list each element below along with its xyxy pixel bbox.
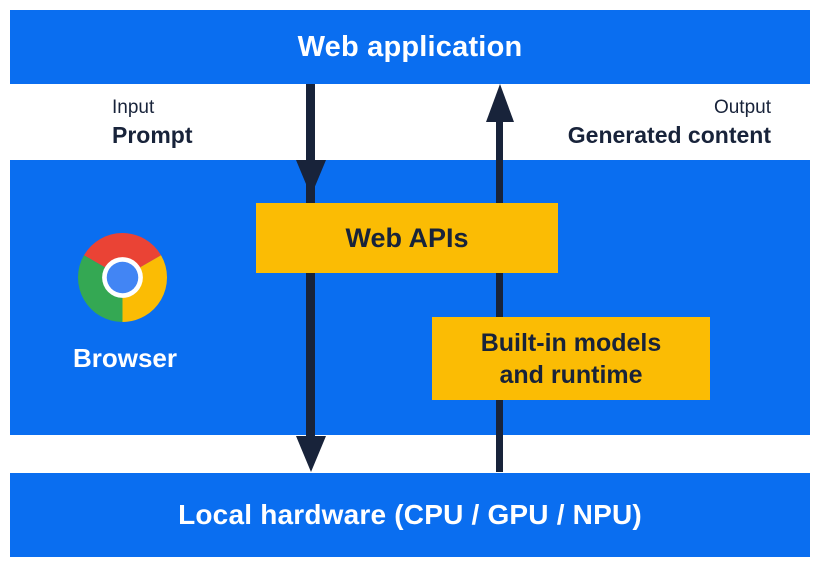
built-in-models-label-line2: and runtime <box>499 360 643 389</box>
local-hardware-label: Local hardware (CPU / GPU / NPU) <box>178 499 642 530</box>
output-value: Generated content <box>567 122 771 148</box>
input-title: Input <box>112 97 155 118</box>
built-in-models-label-line1: Built-in models <box>480 328 662 357</box>
web-application-label: Web application <box>297 30 523 63</box>
output-title: Output <box>713 97 771 118</box>
built-in-models-box: Built-in models and runtime <box>432 317 710 400</box>
input-flow-arrowhead-mid <box>296 160 326 196</box>
output-label-group: Output Generated content <box>568 96 771 149</box>
web-apis-label: Web APIs <box>345 222 469 253</box>
web-application-bar: Web application <box>10 10 810 84</box>
web-apis-box: Web APIs <box>256 203 558 273</box>
output-flow-arrowhead-top <box>486 84 514 122</box>
input-value: Prompt <box>112 122 193 148</box>
input-flow-arrowhead-bottom <box>296 436 326 472</box>
output-flow-arrow-shaft <box>496 112 503 472</box>
chrome-browser-icon <box>77 232 168 322</box>
input-label-group: Input Prompt <box>112 96 193 149</box>
local-hardware-bar: Local hardware (CPU / GPU / NPU) <box>10 473 810 557</box>
browser-label: Browser <box>72 343 178 373</box>
